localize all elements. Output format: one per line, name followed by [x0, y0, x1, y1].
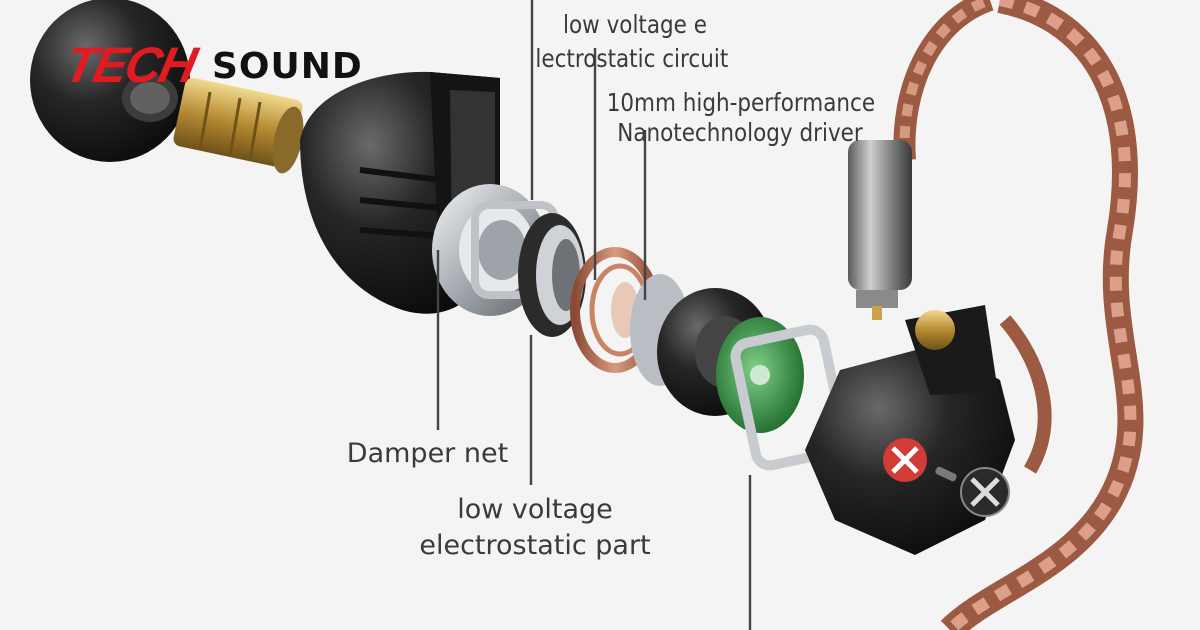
- leader-lines: [436, 0, 752, 630]
- cable-plug: [848, 140, 912, 320]
- logo-tech-text: TECH: [60, 37, 201, 93]
- brass-nozzle: [173, 77, 304, 174]
- label-driver-line1: 10mm high-performance: [606, 88, 876, 117]
- label-part-line2: electrostatic part: [419, 530, 651, 561]
- logo-sound-text: SOUND: [212, 46, 363, 87]
- label-part-line1: low voltage: [457, 494, 613, 525]
- label-circuit-line1: low voltage e: [563, 10, 707, 39]
- screw-red-icon: [883, 438, 927, 482]
- label-circuit-line2: lectrostatic circuit: [535, 44, 729, 73]
- label-damper-net: Damper net: [346, 438, 509, 469]
- ear-tip: [30, 0, 190, 162]
- back-shell: [805, 305, 1015, 555]
- screw-dark-icon: [960, 467, 1010, 517]
- copper-cable: [893, 0, 1144, 630]
- label-driver-line2: Nanotechnology driver: [617, 118, 863, 147]
- techsound-logo: TECH SOUND: [60, 34, 392, 94]
